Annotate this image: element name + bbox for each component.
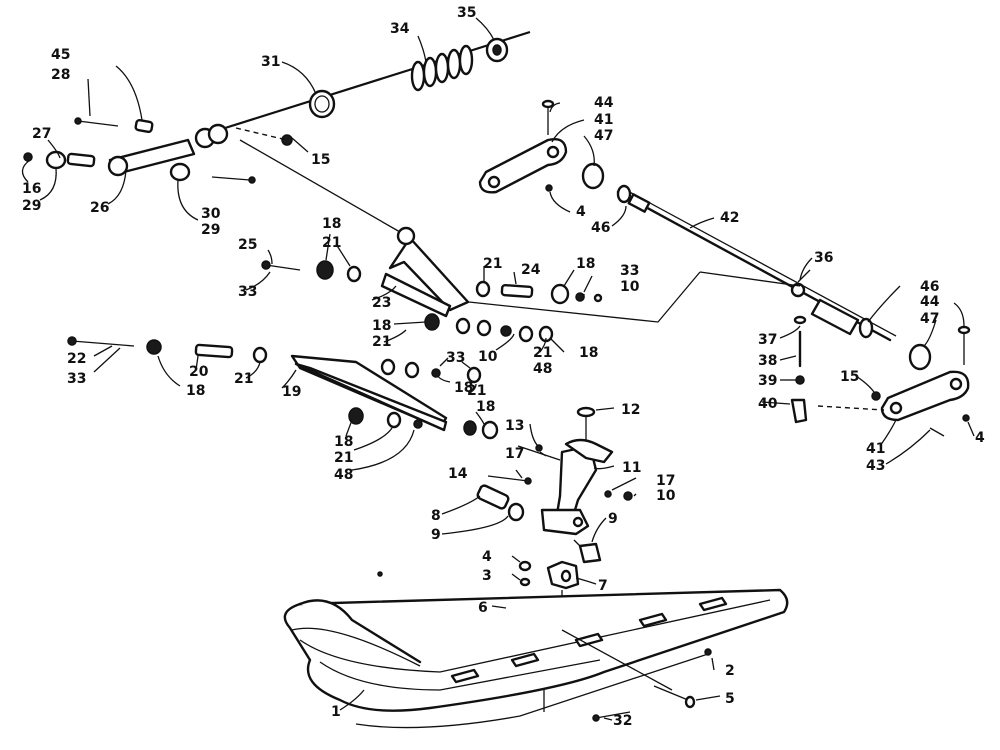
callout-12: 12: [621, 402, 640, 418]
callout-39: 39: [758, 373, 777, 389]
callout-8: 8: [431, 508, 441, 524]
callout-15: 15: [311, 152, 330, 168]
callout-44: 44: [594, 95, 614, 111]
callout-48: 48: [533, 361, 552, 377]
callout-30: 30: [201, 206, 221, 222]
callout-45: 45: [51, 47, 70, 63]
callout-3: 3: [482, 568, 492, 584]
callout-41: 41: [594, 112, 613, 128]
callout-5: 5: [725, 691, 735, 707]
callout-11: 11: [622, 460, 641, 476]
callout-33: 33: [620, 263, 639, 279]
steering-assembly: [449, 99, 971, 437]
spring-retainer: [485, 37, 509, 63]
callout-33: 33: [446, 350, 465, 366]
lower-a-arm: [67, 336, 499, 440]
ski: [283, 588, 789, 729]
callout-29: 29: [201, 222, 220, 238]
callout-15: 15: [840, 369, 859, 385]
tie-rod: [616, 184, 897, 342]
callout-24: 24: [521, 262, 541, 278]
callout-18: 18: [334, 434, 353, 450]
upper-steering-arm: [478, 138, 568, 194]
callout-4: 4: [482, 549, 492, 565]
callout-18: 18: [372, 318, 391, 334]
callout-42: 42: [720, 210, 739, 226]
callout-48: 48: [334, 467, 353, 483]
callout-1: 1: [331, 704, 341, 720]
callout-46: 46: [591, 220, 610, 236]
callout-25: 25: [238, 237, 257, 253]
callout-23: 23: [372, 295, 391, 311]
callout-46: 46: [920, 279, 939, 295]
callout-10: 10: [478, 349, 498, 365]
callout-19: 19: [282, 384, 301, 400]
callout-47: 47: [594, 128, 613, 144]
callout-40: 40: [758, 396, 778, 412]
callout-33: 33: [238, 284, 257, 300]
callout-labels: 45 28 27 16 29 26 30 29 31 34 35 15 44 4…: [22, 5, 985, 729]
lower-steering-arm: [880, 370, 970, 422]
callout-21: 21: [234, 371, 253, 387]
spring-seat-ring: [308, 89, 336, 119]
callout-34: 34: [390, 21, 410, 37]
callout-14: 14: [448, 466, 468, 482]
shock-axis-line: [224, 30, 531, 130]
callout-36: 36: [814, 250, 833, 266]
steering-bushing-lower: [908, 343, 932, 371]
spindle: [476, 406, 633, 564]
callout-7: 7: [598, 578, 608, 594]
callout-21: 21: [533, 345, 552, 361]
callout-4: 4: [576, 204, 586, 220]
callout-31: 31: [261, 54, 280, 70]
callout-9: 9: [431, 527, 441, 543]
loose-dot: [377, 571, 383, 577]
leader-lines: [21, 17, 975, 721]
spacer-bushing: [134, 118, 154, 134]
callout-20: 20: [189, 364, 209, 380]
callout-18: 18: [454, 380, 473, 396]
callout-21: 21: [322, 235, 341, 251]
callout-18: 18: [576, 256, 595, 272]
callout-32: 32: [613, 713, 632, 729]
callout-18: 18: [476, 399, 495, 415]
callout-2: 2: [725, 663, 735, 679]
callout-18: 18: [186, 383, 205, 399]
callout-18: 18: [322, 216, 341, 232]
callout-17: 17: [505, 446, 524, 462]
callout-17: 17: [656, 473, 675, 489]
callout-21: 21: [334, 450, 353, 466]
ball-joint: [790, 282, 806, 298]
callout-43: 43: [866, 458, 885, 474]
callout-9: 9: [608, 511, 618, 527]
callout-4: 4: [975, 430, 985, 446]
callout-22: 22: [67, 351, 86, 367]
callout-6: 6: [478, 600, 488, 616]
shock-absorber-assembly: [23, 30, 531, 184]
callout-10: 10: [620, 279, 640, 295]
callout-37: 37: [758, 332, 777, 348]
upper-a-arm: [239, 139, 603, 343]
callout-28: 28: [51, 67, 70, 83]
steering-bushing-upper: [581, 162, 605, 190]
callout-21: 21: [467, 383, 486, 399]
callout-16: 16: [22, 181, 41, 197]
callout-13: 13: [505, 418, 524, 434]
callout-44: 44: [920, 294, 940, 310]
callout-41: 41: [866, 441, 885, 457]
callout-21: 21: [483, 256, 502, 272]
callout-27: 27: [32, 126, 51, 142]
callout-47: 47: [920, 311, 939, 327]
callout-35: 35: [457, 5, 476, 21]
coil-spring: [410, 44, 474, 92]
shock-body: [107, 123, 229, 177]
callout-18: 18: [579, 345, 598, 361]
callout-10: 10: [656, 488, 676, 504]
callout-33: 33: [67, 371, 86, 387]
callout-38: 38: [758, 353, 777, 369]
callout-21: 21: [372, 334, 391, 350]
callout-29: 29: [22, 198, 41, 214]
callout-26: 26: [90, 200, 109, 216]
